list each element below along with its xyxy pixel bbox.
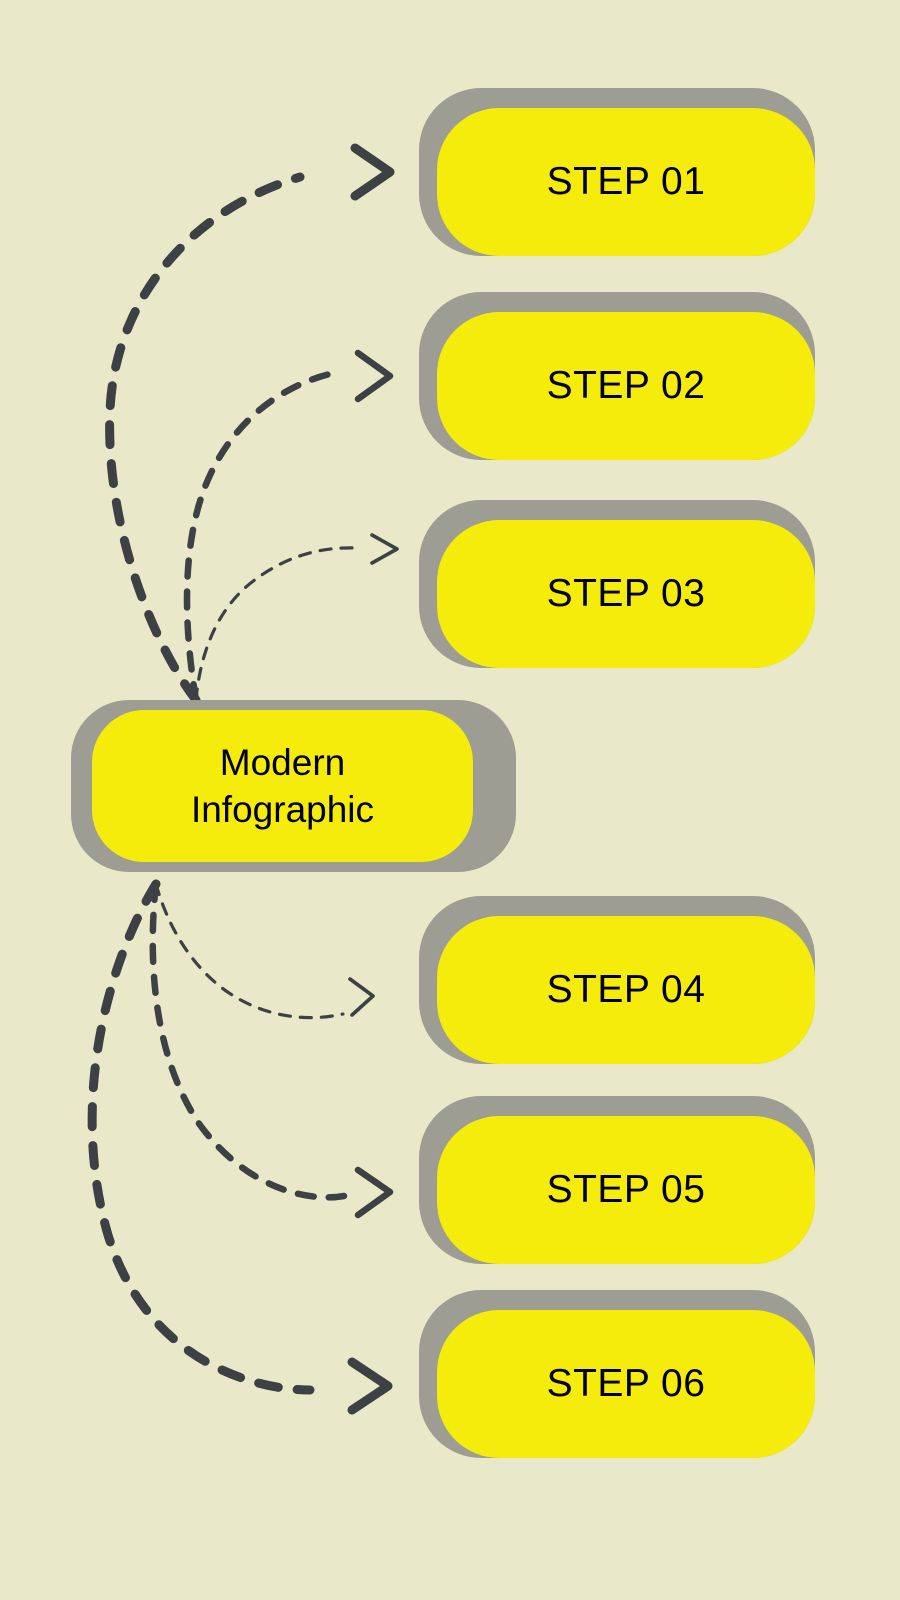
step-card-face: STEP 03	[437, 520, 815, 668]
step-card-step-06[interactable]: STEP 06	[419, 1290, 815, 1458]
step-label: STEP 03	[546, 572, 706, 615]
step-label: STEP 06	[546, 1362, 706, 1405]
step-card-face: STEP 02	[437, 312, 815, 460]
connector-to-step-05	[149, 880, 394, 1219]
step-card-face: STEP 05	[437, 1116, 815, 1264]
step-card-step-04[interactable]: STEP 04	[419, 896, 815, 1064]
step-card-step-05[interactable]: STEP 05	[419, 1096, 815, 1264]
center-node-label: Modern Infographic	[190, 741, 375, 830]
step-card-step-02[interactable]: STEP 02	[419, 292, 815, 460]
step-label: STEP 02	[546, 364, 706, 407]
step-card-step-01[interactable]: STEP 01	[419, 88, 815, 256]
step-card-face: STEP 01	[437, 108, 815, 256]
connector-to-step-01	[105, 143, 395, 705]
connector-to-step-04	[154, 882, 375, 1020]
connector-to-step-03	[194, 533, 399, 702]
center-node-face: Modern Infographic	[92, 710, 473, 862]
step-label: STEP 04	[546, 968, 706, 1011]
step-label: STEP 01	[546, 160, 706, 203]
connector-to-step-02	[183, 349, 394, 704]
step-card-step-03[interactable]: STEP 03	[419, 500, 815, 668]
step-label: STEP 05	[546, 1168, 706, 1211]
connector-to-step-06	[87, 879, 393, 1415]
step-card-face: STEP 04	[437, 916, 815, 1064]
center-node[interactable]: Modern Infographic	[71, 700, 516, 872]
step-card-face: STEP 06	[437, 1310, 815, 1458]
